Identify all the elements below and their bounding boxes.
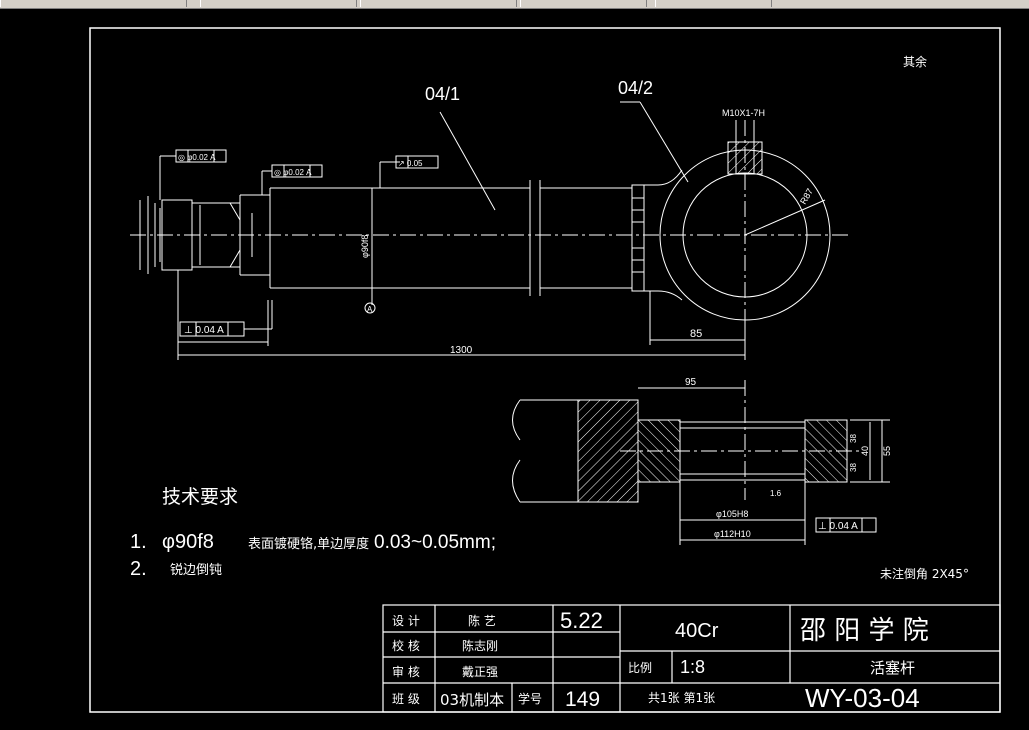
- toolbar-segment[interactable]: [360, 0, 517, 7]
- dim-rod-dia: φ90f8: [360, 235, 370, 258]
- window-toolbar-strip: [0, 0, 1029, 9]
- fcf-bottom-right: ⊥ 0.04 A: [818, 521, 858, 532]
- dim-55: 55: [882, 446, 892, 456]
- tech-title: 技术要求: [162, 486, 238, 508]
- drawing-border: [89, 27, 1001, 713]
- eye-section-view: [512, 380, 890, 545]
- tb-part-name: 活塞杆: [870, 659, 915, 677]
- tb-design-date: 5.22: [560, 608, 603, 633]
- tech-item2-num: 2.: [130, 558, 147, 580]
- tb-scale: 1:8: [680, 657, 705, 677]
- title-block: [382, 604, 1001, 713]
- tb-id-label: 学号: [518, 691, 542, 706]
- part-label-04-1: 04/1: [425, 84, 460, 104]
- tech-item2-text: 锐边倒钝: [170, 563, 222, 578]
- chamfer-note: 未注倒角 2X45°: [880, 566, 969, 581]
- tech-item1-text: 表面镀硬铬,单边厚度: [248, 536, 369, 552]
- dim-1300: 1300: [450, 345, 473, 356]
- tb-review-name: 戴正强: [462, 664, 498, 679]
- dim-38b: 38: [849, 463, 858, 472]
- tb-design-label: 设 计: [392, 614, 420, 628]
- dim-r87: R87: [798, 187, 815, 206]
- tb-sheets: 共1张 第1张: [648, 691, 715, 705]
- roughness-1-6: 1.6: [770, 489, 782, 498]
- tb-id-value: 149: [565, 688, 600, 711]
- dim-40: 40: [860, 446, 870, 456]
- toolbar-segment[interactable]: [0, 0, 187, 7]
- tech-item1-num: 1.: [130, 531, 147, 553]
- dim-105: φ105H8: [716, 509, 748, 519]
- tb-check-label: 校 核: [392, 638, 420, 653]
- toolbar-segment[interactable]: [200, 0, 357, 7]
- fcf-left-2: ◎ φ0.02 A: [274, 168, 312, 177]
- tech-item1-range: 0.03~0.05mm;: [374, 532, 496, 553]
- dim-95: 95: [685, 377, 697, 388]
- tb-material: 40Cr: [675, 620, 719, 642]
- dim-85: 85: [690, 328, 702, 340]
- dim-38a: 38: [849, 434, 858, 443]
- part-label-04-2: 04/2: [618, 78, 653, 98]
- fcf-bottom-left: ⊥ 0.04 A: [184, 325, 224, 336]
- weld-symbol: [632, 197, 644, 273]
- dim-112: φ112H10: [714, 529, 751, 539]
- thread-label: M10X1-7H: [722, 108, 765, 118]
- tb-scale-label: 比例: [628, 661, 652, 675]
- datum-a: A: [367, 305, 373, 314]
- tech-item1-dim: φ90f8: [162, 531, 214, 553]
- tb-check-name: 陈志刚: [462, 638, 498, 653]
- toolbar-segment[interactable]: [655, 0, 772, 7]
- tb-review-label: 审 核: [392, 664, 420, 679]
- tb-design-name: 陈 艺: [468, 613, 496, 628]
- tb-drawing-no: WY-03-04: [805, 683, 920, 713]
- tb-school: 邵 阳 学 院: [800, 616, 929, 646]
- rod-main-view: [130, 101, 850, 360]
- toolbar-segment[interactable]: [520, 0, 647, 7]
- fcf-rod: ↗ 0.05: [398, 159, 423, 168]
- fcf-left-top: ◎ φ0.02 A: [178, 153, 216, 162]
- roughness-note: 其余: [903, 54, 927, 69]
- tb-class-value: 03机制本: [440, 691, 504, 709]
- cad-drawing-canvas[interactable]: 04/1 04/2 M10X1-7H 其余 ◎ φ0.02 A ◎ φ0.02 …: [0, 8, 1029, 730]
- tb-class-label: 班 级: [392, 692, 420, 706]
